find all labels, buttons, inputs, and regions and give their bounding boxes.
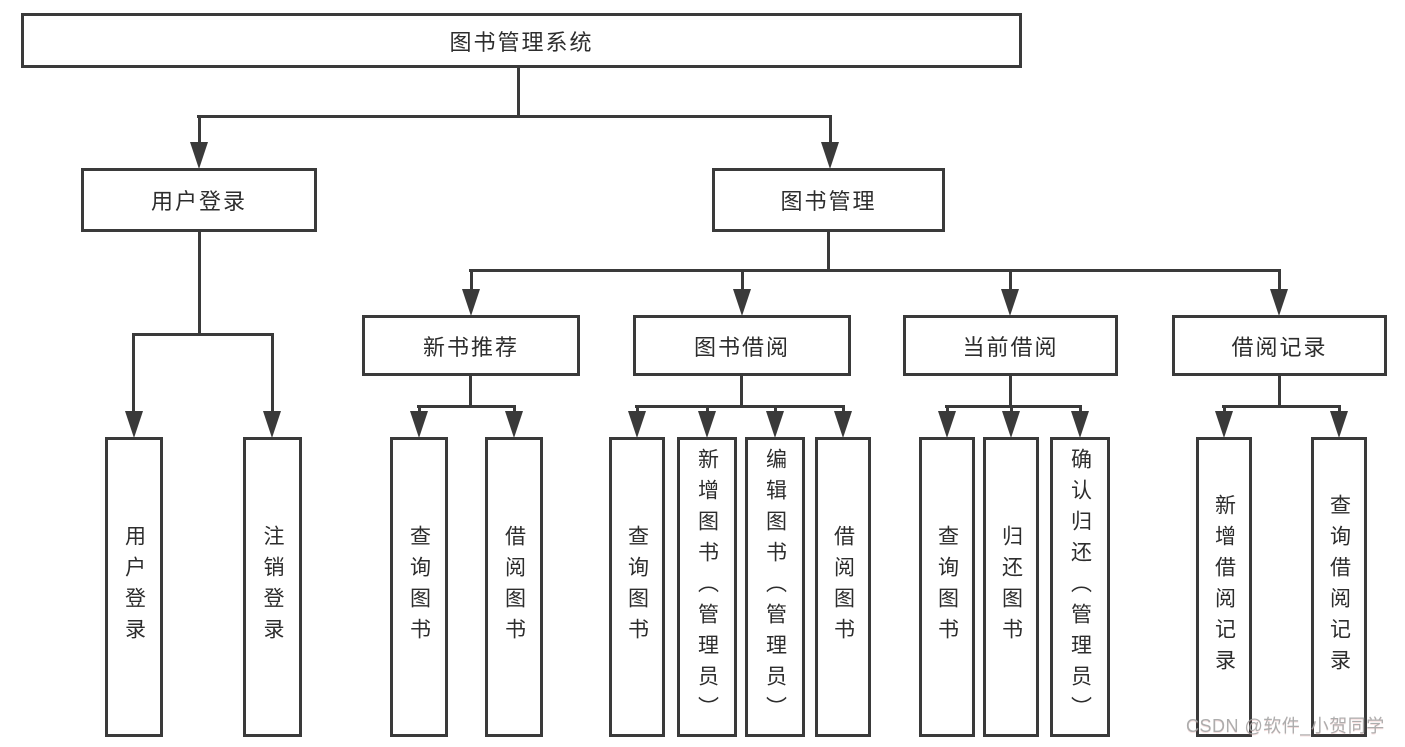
leaf-label: 编辑图书（管理员） xyxy=(763,447,787,727)
connector-line xyxy=(469,269,1281,272)
connector-line xyxy=(197,115,832,118)
arrowhead-down-icon xyxy=(505,411,523,438)
arrowhead-down-icon xyxy=(733,289,751,316)
connector-line xyxy=(636,405,639,413)
arrowhead-down-icon xyxy=(1001,289,1019,316)
connector-line xyxy=(198,115,201,145)
arrowhead-down-icon xyxy=(938,411,956,438)
arrowhead-down-icon xyxy=(462,289,480,316)
leaf-user-login: 用户登录 xyxy=(105,437,163,737)
leaf-label: 新增图书（管理员） xyxy=(695,447,719,727)
node-label: 新书推荐 xyxy=(422,334,519,360)
leaf-label: 借阅图书 xyxy=(502,525,526,649)
connector-line xyxy=(1009,269,1012,291)
arrowhead-down-icon xyxy=(263,411,281,438)
node-user-login: 用户登录 xyxy=(81,168,317,232)
connector-line xyxy=(517,68,520,118)
arrowhead-down-icon xyxy=(821,142,839,169)
node-label: 用户登录 xyxy=(150,189,247,214)
connector-line xyxy=(1079,405,1082,413)
connector-line xyxy=(741,269,744,291)
connector-line xyxy=(827,232,830,272)
arrowhead-down-icon xyxy=(1002,411,1020,438)
arrowhead-down-icon xyxy=(1071,411,1089,438)
connector-line xyxy=(1223,405,1226,413)
arrowhead-down-icon xyxy=(1270,289,1288,316)
connector-line xyxy=(1278,376,1281,408)
leaf-query-borrow-record: 查询借阅记录 xyxy=(1311,437,1367,737)
arrowhead-down-icon xyxy=(190,142,208,169)
leaf-label: 用户登录 xyxy=(122,525,146,649)
arrowhead-down-icon xyxy=(125,411,143,438)
connector-line xyxy=(132,333,274,336)
leaf-label: 注销登录 xyxy=(261,525,284,649)
arrowhead-down-icon xyxy=(1330,411,1348,438)
leaf-confirm-return-admin: 确认归还（管理员） xyxy=(1050,437,1110,737)
connector-line xyxy=(945,405,1082,408)
leaf-label: 归还图书 xyxy=(999,525,1023,649)
leaf-query-books-current: 查询图书 xyxy=(919,437,975,737)
node-borrowing-records: 借阅记录 xyxy=(1172,315,1387,376)
arrowhead-down-icon xyxy=(766,411,784,438)
connector-line xyxy=(635,405,845,408)
arrowhead-down-icon xyxy=(628,411,646,438)
leaf-label: 查询图书 xyxy=(625,525,649,649)
leaf-query-books-borrow: 查询图书 xyxy=(609,437,665,737)
connector-line xyxy=(1010,405,1013,413)
connector-line xyxy=(418,405,421,413)
connector-line xyxy=(842,405,845,413)
connector-line xyxy=(829,115,832,145)
connector-line xyxy=(946,405,949,413)
node-library-system: 图书管理系统 xyxy=(21,13,1022,68)
leaf-add-borrow-record: 新增借阅记录 xyxy=(1196,437,1252,737)
connector-line xyxy=(513,405,516,413)
leaf-edit-book-admin: 编辑图书（管理员） xyxy=(745,437,805,737)
node-book-borrowing: 图书借阅 xyxy=(633,315,851,376)
leaf-borrow-books-recommend: 借阅图书 xyxy=(485,437,543,737)
connector-line xyxy=(1009,376,1012,408)
connector-line xyxy=(1338,405,1341,413)
leaf-borrow-books: 借阅图书 xyxy=(815,437,871,737)
arrowhead-down-icon xyxy=(834,411,852,438)
leaf-label: 查询借阅记录 xyxy=(1327,494,1351,680)
leaf-label: 查询图书 xyxy=(407,525,431,649)
arrowhead-down-icon xyxy=(410,411,428,438)
arrowhead-down-icon xyxy=(1215,411,1233,438)
node-label: 图书管理系统 xyxy=(449,29,594,55)
connector-line xyxy=(469,376,472,408)
leaf-label: 新增借阅记录 xyxy=(1212,494,1236,680)
connector-line xyxy=(198,232,201,336)
node-label: 图书管理 xyxy=(780,189,877,214)
node-label: 借阅记录 xyxy=(1231,334,1328,360)
node-label: 当前借阅 xyxy=(962,334,1059,360)
connector-line xyxy=(706,405,709,413)
leaf-return-books: 归还图书 xyxy=(983,437,1039,737)
connector-line xyxy=(470,269,473,291)
leaf-query-books-recommend: 查询图书 xyxy=(390,437,448,737)
csdn-watermark: CSDN @软件_小贺同学 xyxy=(1186,716,1385,736)
connector-line xyxy=(774,405,777,413)
connector-line xyxy=(132,333,135,413)
leaf-add-book-admin: 新增图书（管理员） xyxy=(677,437,737,737)
node-book-management: 图书管理 xyxy=(712,168,945,232)
connector-line xyxy=(1278,269,1281,291)
node-new-book-recommendation: 新书推荐 xyxy=(362,315,580,376)
node-label: 图书借阅 xyxy=(693,334,790,360)
leaf-label: 借阅图书 xyxy=(831,525,855,649)
leaf-logout: 注销登录 xyxy=(243,437,302,737)
connector-line xyxy=(1222,405,1341,408)
leaf-label: 查询图书 xyxy=(935,525,959,649)
connector-line xyxy=(271,333,274,413)
arrowhead-down-icon xyxy=(698,411,716,438)
leaf-label: 确认归还（管理员） xyxy=(1068,447,1092,727)
connector-line xyxy=(417,405,516,408)
connector-line xyxy=(740,376,743,408)
node-current-borrowing: 当前借阅 xyxy=(903,315,1118,376)
